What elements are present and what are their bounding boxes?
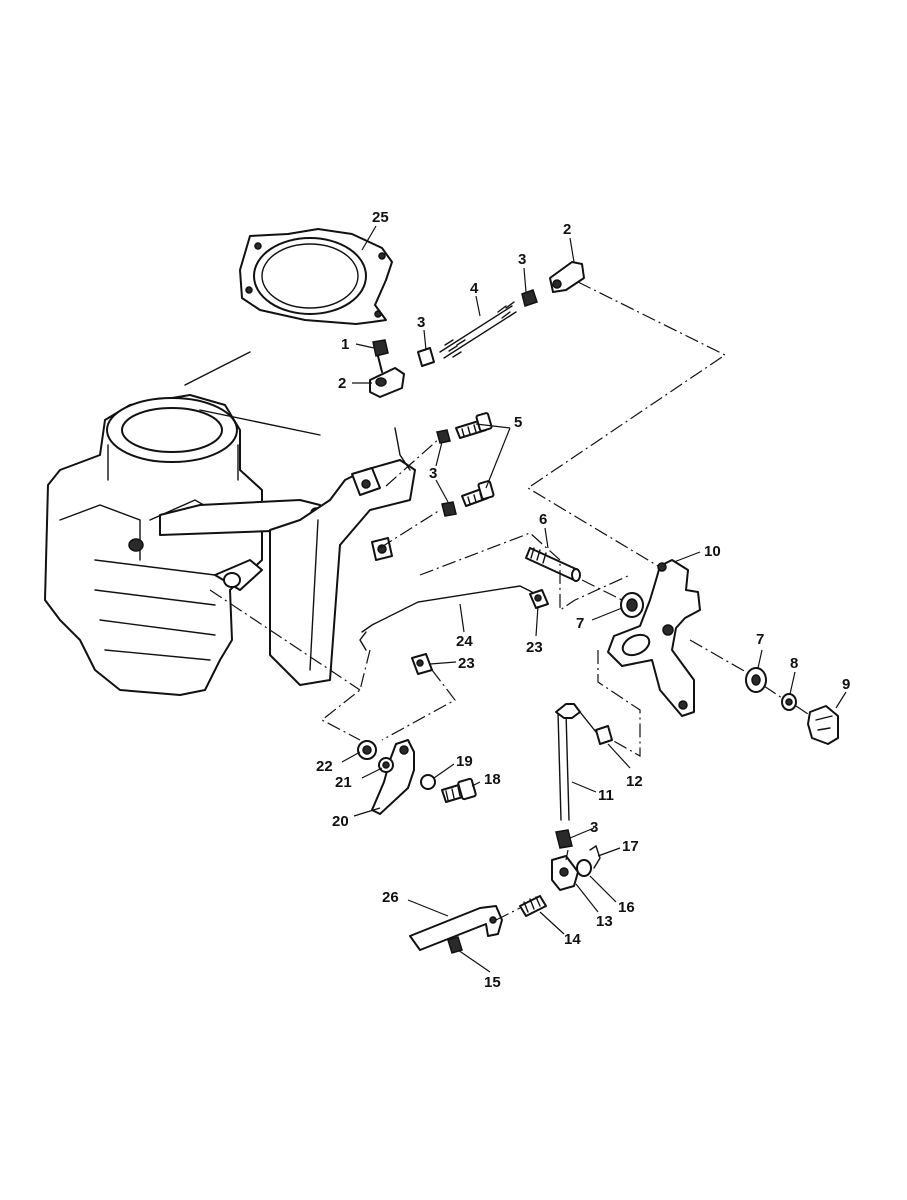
tie-rod-assembly [369,261,585,398]
callout-25: 25 [372,209,389,226]
bolts-part-5 [436,412,495,517]
callout-18: 18 [484,771,501,788]
gasket-part-25 [239,228,393,325]
callout-7: 7 [756,631,764,648]
callout-19: 19 [456,753,473,770]
callout-26: 26 [382,889,399,906]
callout-5: 5 [514,414,522,431]
bracket-part-26 [409,905,503,954]
callout-9: 9 [842,676,850,693]
callout-4: 4 [470,280,479,297]
callout-3: 3 [518,251,526,268]
callout-23: 23 [526,639,543,656]
callout-10: 10 [704,543,721,560]
callout-12: 12 [626,773,643,790]
link-rod-part-24 [359,585,549,675]
callout-2: 2 [338,375,346,392]
callout-17: 17 [622,838,639,855]
shaft-part-6 [525,547,581,582]
callout-8: 8 [790,655,798,672]
callout-22: 22 [316,758,333,775]
callout-3: 3 [590,819,598,836]
lever-part-10 [607,559,839,745]
callout-16: 16 [618,899,635,916]
support-bracket [269,427,416,686]
callout-3: 3 [417,314,425,331]
callout-24: 24 [456,633,473,650]
callout-23: 23 [458,655,475,672]
callout-1: 1 [341,336,349,353]
callout-11: 11 [598,787,614,804]
callout-14: 14 [564,931,581,948]
callout-2: 2 [563,221,571,238]
alignment-lines [209,281,809,921]
callout-20: 20 [332,813,349,830]
callout-13: 13 [596,913,613,930]
callout-3: 3 [429,465,437,482]
callout-labels: 25 2 3 4 3 1 2 5 3 6 10 7 7 8 9 24 23 23… [316,209,850,991]
rod-part-11 [555,703,613,821]
callout-6: 6 [539,511,547,528]
arm-part-20 [357,739,477,815]
callout-21: 21 [335,774,352,791]
callout-7: 7 [576,615,584,632]
callout-15: 15 [484,974,501,991]
clevis-assembly [519,829,601,917]
callout-leaders [341,225,847,973]
